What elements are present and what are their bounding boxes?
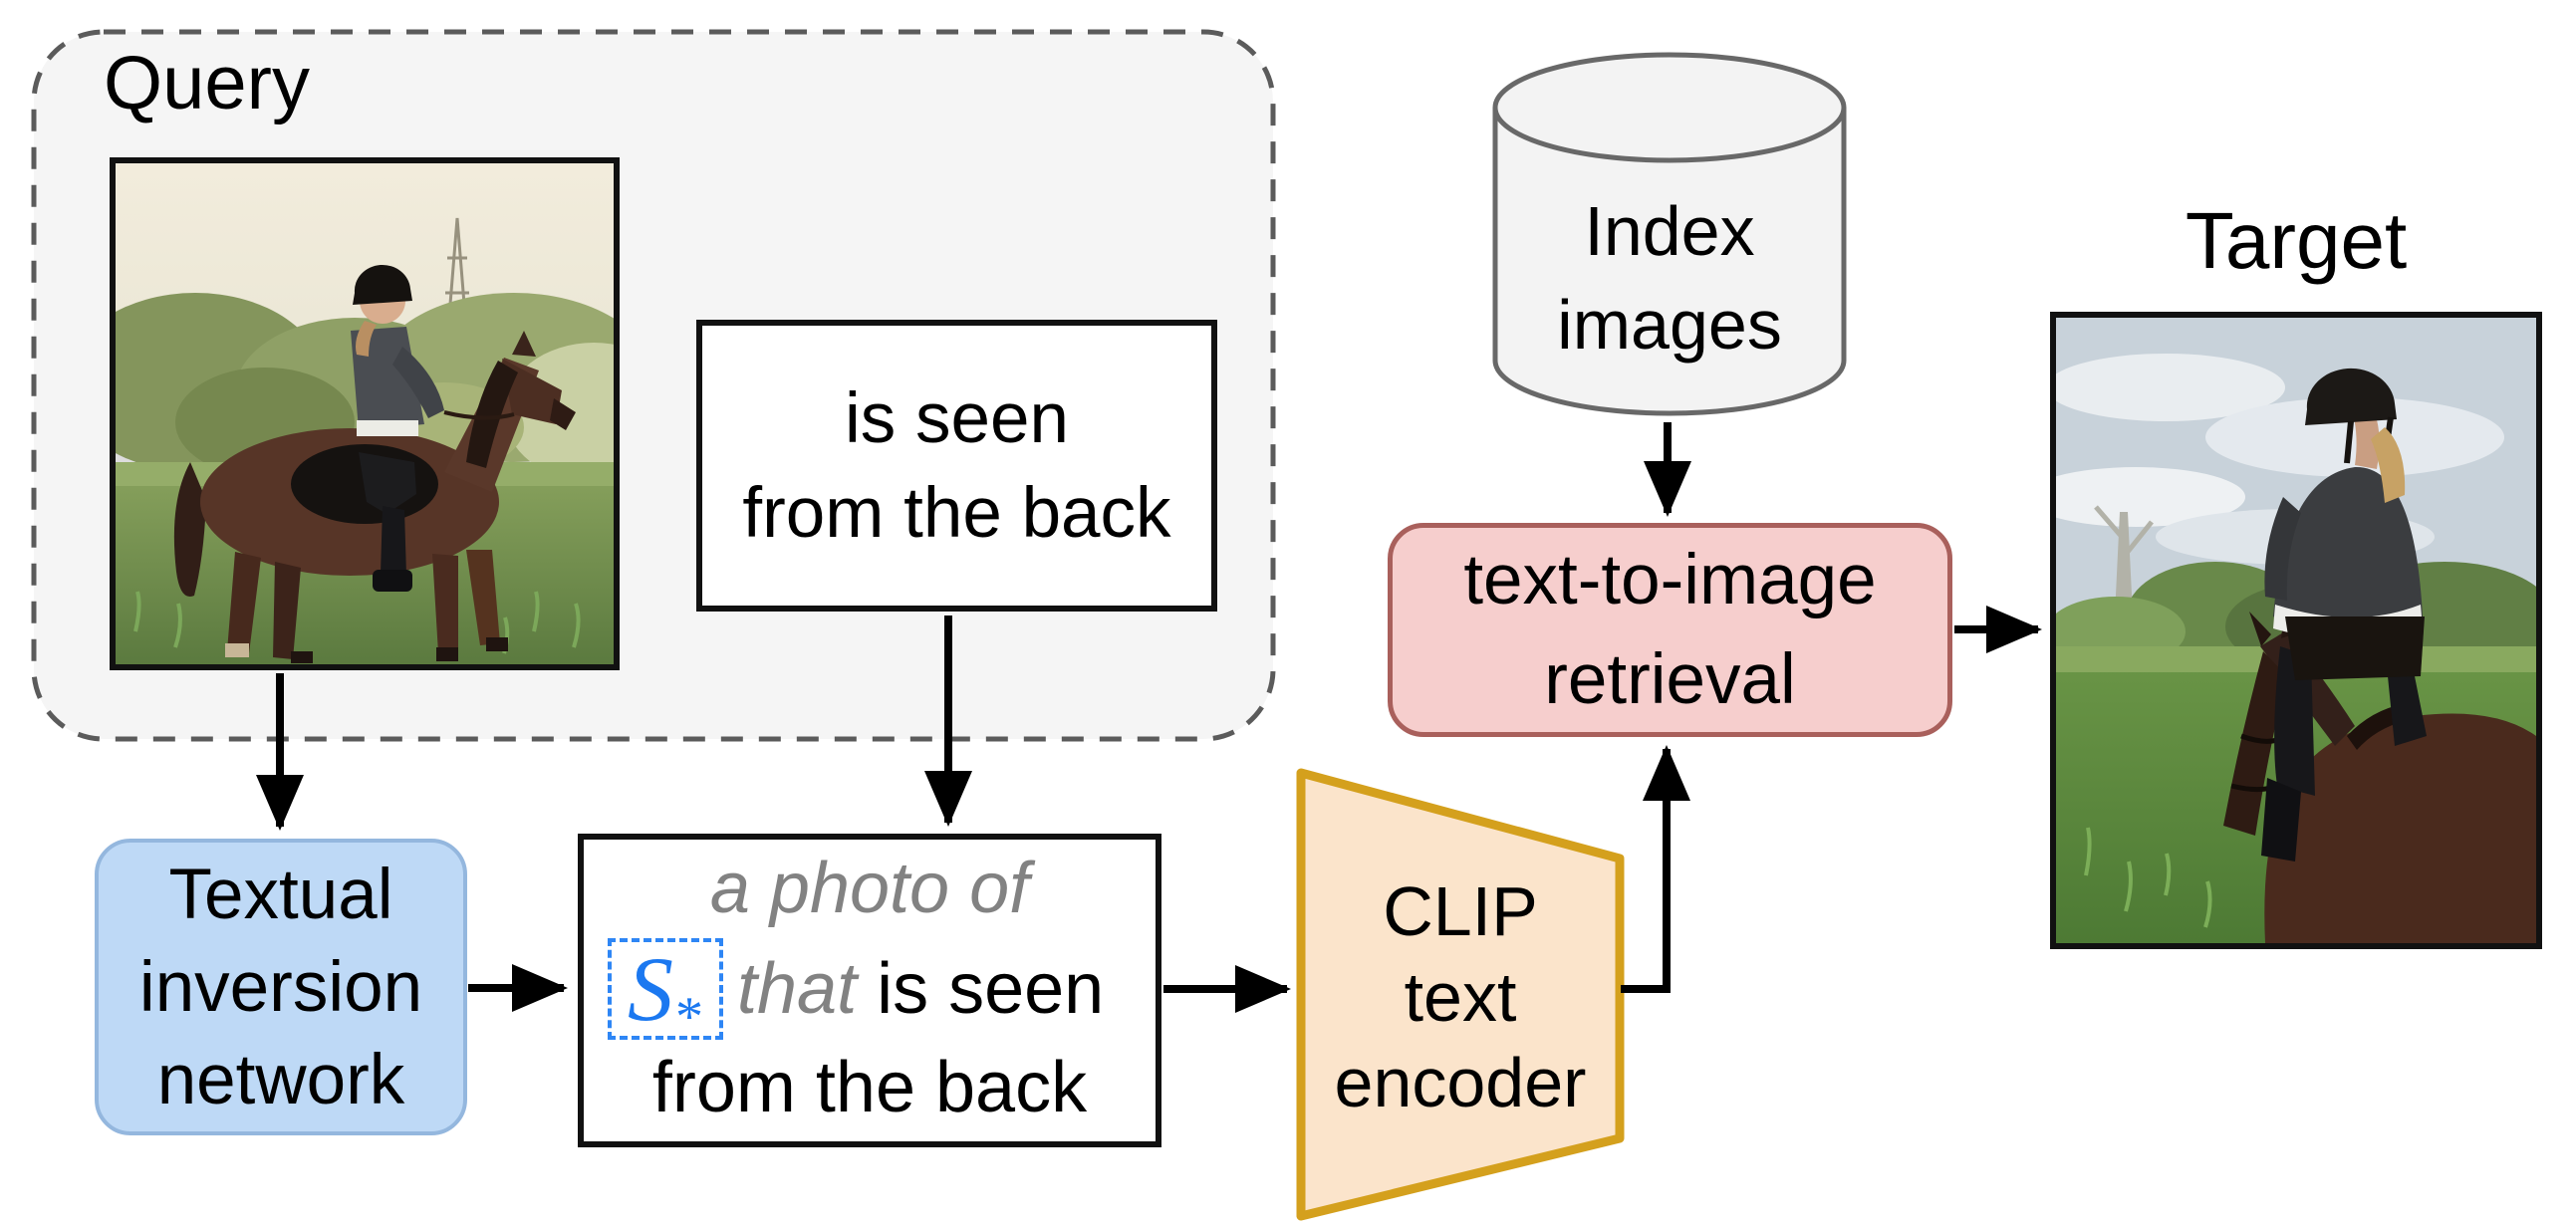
prompt-suffix: from the back xyxy=(651,1048,1088,1127)
retrieval-line: text-to-image xyxy=(1463,540,1877,619)
db-line: images xyxy=(1557,286,1782,364)
caption-line: is seen xyxy=(845,378,1069,458)
inversion-line: network xyxy=(156,1040,405,1119)
pseudo-token-subscript: * xyxy=(675,986,703,1048)
prompt-token-row: S * that is seen xyxy=(608,933,1104,1045)
pseudo-word-prompt-box: a photo of S * that is seen from the bac… xyxy=(578,834,1161,1147)
target-label: Target xyxy=(2185,196,2408,285)
arrow-encoder-to-retrieval xyxy=(1621,745,1690,993)
query-rider xyxy=(291,264,444,592)
pseudo-token: S xyxy=(628,938,673,1040)
textual-inversion-network-box: Textual inversion network xyxy=(95,839,467,1135)
retrieval-line: retrieval xyxy=(1544,639,1796,719)
inversion-line: Textual xyxy=(168,855,393,934)
target-photo-illustration xyxy=(2056,318,2536,943)
inversion-line: inversion xyxy=(138,947,423,1027)
target-photo xyxy=(2050,312,2542,949)
text-to-image-retrieval-box: text-to-image retrieval xyxy=(1388,523,1952,737)
index-images-cylinder xyxy=(1492,52,1847,416)
query-photo xyxy=(110,157,620,670)
prompt-verb: is seen xyxy=(877,949,1105,1029)
clip-line: encoder xyxy=(1334,1044,1587,1121)
clip-text-encoder-shape xyxy=(1296,768,1625,1221)
pseudo-token-box: S * xyxy=(608,938,723,1045)
db-line: Index xyxy=(1584,192,1755,270)
clip-line: text xyxy=(1404,958,1517,1036)
relative-caption-box: is seen from the back xyxy=(696,320,1217,612)
query-label: Query xyxy=(104,41,310,125)
clip-line: CLIP xyxy=(1383,872,1538,950)
target-rider xyxy=(2261,368,2427,862)
clip-text-encoder-label: CLIP text encoder xyxy=(1301,868,1620,1125)
caption-line: from the back xyxy=(742,473,1171,553)
prompt-that: that xyxy=(737,949,858,1029)
index-images-label: Index images xyxy=(1490,184,1849,371)
query-photo-illustration xyxy=(116,163,614,664)
prompt-prefix: a photo of xyxy=(709,849,1030,928)
